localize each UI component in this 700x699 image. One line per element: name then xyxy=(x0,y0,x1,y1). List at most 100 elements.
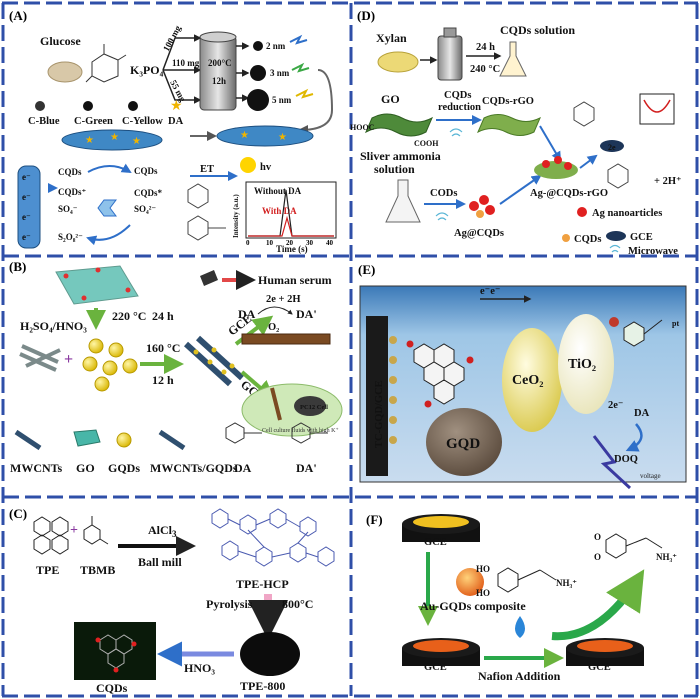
product-arrows xyxy=(236,42,250,102)
cqds-label-c: CQDs xyxy=(134,166,158,176)
legend-cqds-label: CQDs xyxy=(574,234,601,245)
time-label: 12h xyxy=(212,76,226,86)
so4-label-a: SO₄⁻ xyxy=(58,204,78,214)
e-label-4: e⁻ xyxy=(22,232,31,242)
go-network-b xyxy=(55,265,139,305)
electrode-disc-left xyxy=(61,129,163,151)
ammonia-flask xyxy=(385,179,421,223)
light-burst-icon xyxy=(240,157,256,173)
da-oxygen-e xyxy=(609,317,619,327)
gce-label-f3: GCE xyxy=(588,662,611,673)
svg-text:★: ★ xyxy=(240,130,249,141)
serum-label: Human serum xyxy=(258,273,332,287)
mass-2-label: 110 mg xyxy=(172,58,200,68)
panel-b-legend-labels: MWCNTs GO GQDs MWCNTs/GQDs DA DA' xyxy=(10,461,317,475)
t800-label: 800°C xyxy=(282,597,313,611)
legend-mwcnt-label: MWCNTs xyxy=(10,461,63,475)
panel-b-label: (B) xyxy=(9,259,26,274)
autoclave-d-cap xyxy=(443,27,457,38)
k3po4-label: K₃PO₄ xyxy=(130,63,164,77)
ball-mill-label: Ball mill xyxy=(138,555,182,569)
cqds-label-a: CQDs xyxy=(58,167,82,177)
alcl3-label: AlCl3 xyxy=(148,523,177,539)
xylan-powder xyxy=(377,51,419,73)
autoclave-d xyxy=(437,35,463,81)
tpe800-label: TPE-800 xyxy=(240,679,285,693)
hooc-label: HOOC xyxy=(350,123,375,132)
hv-label: hv xyxy=(260,162,272,173)
nafion-label: Nafion Addition xyxy=(478,669,561,683)
cv-inset xyxy=(639,93,675,125)
cyellow-dot xyxy=(128,101,138,111)
graphene-molecule-e xyxy=(413,343,465,405)
cgreen-dot xyxy=(83,101,93,111)
voltage-bolt-icon xyxy=(592,435,632,490)
gce-electrode-d xyxy=(600,140,624,152)
reaction-label: 2e + 2H xyxy=(266,294,301,305)
glucose-label: Glucose xyxy=(40,34,81,48)
legend-composite-label: MWCNTs/GQDs xyxy=(150,461,238,475)
dot-2nm xyxy=(253,41,263,51)
tio2-particle xyxy=(558,314,614,414)
composite-cluster xyxy=(534,156,578,179)
panel-f-label: (F) xyxy=(366,512,383,527)
panel-e: (E) e⁻e⁻ TC-GQD/GCE GQD CeO₂ TiO₂ xyxy=(358,262,687,490)
cqds-star-label: CQDs* xyxy=(134,188,163,198)
t220-label: 220 °C xyxy=(112,309,146,323)
nafion-drop-icon xyxy=(515,616,525,638)
cqds-rgo-label: CQDs-rGO xyxy=(482,96,534,107)
gce-label-f2: GCE xyxy=(424,662,447,673)
pc12-label: PC12 Cell xyxy=(300,404,328,411)
legend-composite-icon xyxy=(158,429,186,451)
tbmb-label: TBMB xyxy=(80,563,115,577)
da-molecule-e xyxy=(623,319,663,347)
cycle-chevron-icon xyxy=(97,199,117,217)
oxidation-arrow xyxy=(257,306,293,315)
da-molecule-d xyxy=(573,101,629,189)
tpe-structure xyxy=(33,516,69,555)
h12-label: 12 h xyxy=(152,373,174,387)
legend-ag-dot xyxy=(577,207,587,217)
legend-da-label: DA xyxy=(234,461,252,475)
serum-source-icon xyxy=(200,270,218,286)
electrode-disc-right xyxy=(216,125,314,147)
cyellow-label: C-Yellow xyxy=(122,116,163,127)
cqds-rgo-sheet xyxy=(477,114,541,136)
cqds-oxygen-c xyxy=(95,637,137,673)
doq-label: DOQ xyxy=(614,454,638,465)
hno3-label: HNO₃ xyxy=(184,661,215,675)
o-label-1: O xyxy=(594,532,601,542)
svg-text:★: ★ xyxy=(110,132,119,143)
cqds-red-label-1: CQDs xyxy=(444,90,471,101)
svg-text:★: ★ xyxy=(85,135,94,146)
ecl-inset-chart: Without DA With DA Intensity (a.u.) Time… xyxy=(232,181,337,254)
legend-mwcnt-icon xyxy=(14,429,42,451)
legend-da-structures xyxy=(225,422,328,444)
gce-surface-2 xyxy=(413,640,469,652)
electrode-label-e: TC-GQD/GCE xyxy=(374,380,385,448)
go-sheet xyxy=(364,113,434,137)
voltage-label: voltage xyxy=(640,472,661,480)
h24-label-b: 24 h xyxy=(152,309,174,323)
cqds-solution-label: CQDs solution xyxy=(500,23,575,37)
mwcnt-gqd-composite xyxy=(183,335,245,387)
electron-column xyxy=(17,165,41,249)
electrode-surface-b xyxy=(241,333,331,345)
trace-with xyxy=(248,215,334,237)
silver-label-1: Sliver ammonia xyxy=(360,149,441,163)
green-emission-icon xyxy=(291,62,310,73)
ho-label-1: HO xyxy=(476,564,490,574)
size-5nm-label: 5 nm xyxy=(272,95,292,105)
electron-flow-label: e⁻e⁻ xyxy=(480,286,500,297)
tpe-hcp-label: TPE-HCP xyxy=(236,577,289,591)
doq-arrow xyxy=(625,423,643,452)
legend-go-icon xyxy=(73,429,101,447)
legend-microwave-icon xyxy=(609,244,621,253)
tbmb-structure xyxy=(83,516,109,545)
blue-emission-icon xyxy=(289,34,308,45)
dap-label-b: DA' xyxy=(296,307,317,321)
panel-b: (B) H₂SO₄/HNO₃ 220 °C 24 h + 160 °C 12 h xyxy=(9,259,343,475)
pyrolysis-label: Pyrolysis xyxy=(206,597,253,611)
inset-ticks: 0 10 20 30 40 xyxy=(246,239,334,247)
